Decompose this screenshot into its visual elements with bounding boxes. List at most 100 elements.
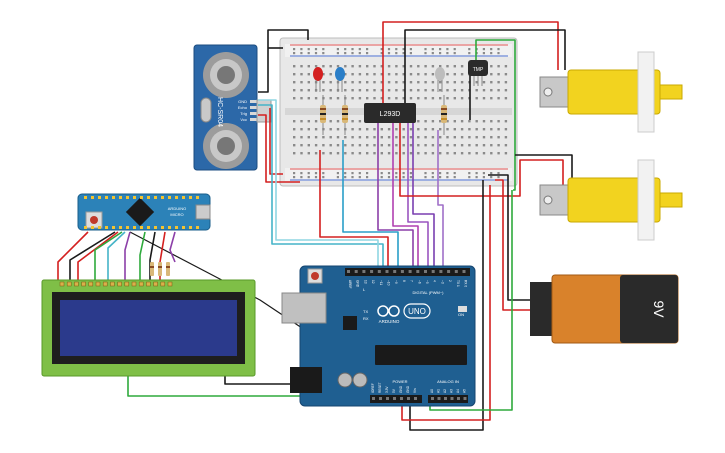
uno-digital-pin-label: ~3 xyxy=(440,280,444,284)
uno-digital-pin xyxy=(416,270,420,273)
ultrasonic-model-label: HC-SR04 xyxy=(216,97,223,127)
uno-digital-pin xyxy=(354,270,358,273)
reset-button xyxy=(311,272,319,280)
wire-red-rail xyxy=(269,108,283,175)
uno-digital-pin xyxy=(362,270,366,273)
ultrasonic-pin xyxy=(250,106,258,109)
wire-micro-lcd-2 xyxy=(77,231,119,280)
uno-digital-pin xyxy=(400,270,404,273)
lcd-pin xyxy=(59,281,65,287)
uno-power-pin xyxy=(414,397,417,400)
uno-digital-pin xyxy=(393,270,397,273)
micro-pin xyxy=(154,196,157,199)
digital-header xyxy=(345,268,470,276)
uno-power-pin-label: IOREF xyxy=(371,383,375,393)
lcd-screen xyxy=(60,300,237,356)
micro-pin xyxy=(105,196,108,199)
power-jack xyxy=(290,367,322,393)
uno-digital-pin xyxy=(431,270,435,273)
uno-digital-pin-label: ~11 xyxy=(379,280,383,285)
tmp-label: TMP xyxy=(473,67,484,73)
micro-pin xyxy=(161,196,164,199)
wire-red-motor2 xyxy=(399,120,564,197)
uno-digital-pin-label: RX 0 xyxy=(464,280,468,287)
uno-power-pin-label: Vin xyxy=(413,388,417,393)
dc-motor-1 xyxy=(539,51,683,133)
wire-micro-lcd-4 xyxy=(107,231,126,280)
uno-analog-pin xyxy=(431,397,434,400)
lcd-pin-header xyxy=(59,281,173,287)
uno-digital-pin-label: AREF xyxy=(348,280,352,289)
micro-pin xyxy=(140,226,143,229)
uno-analog-pin-label: A3 xyxy=(450,389,454,393)
wire-purple-1 xyxy=(377,120,414,268)
micro-pin xyxy=(84,196,87,199)
battery-label: 9V xyxy=(651,300,667,318)
micro-pin xyxy=(119,196,122,199)
micro-pin xyxy=(140,196,143,199)
uno-power-pin xyxy=(400,397,403,400)
lcd-pin xyxy=(95,281,101,287)
micro-pin xyxy=(154,226,157,229)
wire-micro-lcd-9 xyxy=(57,231,89,280)
ultrasonic-pin xyxy=(250,118,258,121)
wire-red-5v xyxy=(401,185,491,421)
micro-logo: ARDUINO xyxy=(168,206,186,211)
ultrasonic-pin-label: Vcc xyxy=(240,117,247,122)
uno-digital-pin-label: 12 xyxy=(371,280,375,284)
uno-digital-pin-label: 13 xyxy=(363,280,367,284)
tmp-sensor: TMP xyxy=(468,60,488,86)
l293d-label: L293D xyxy=(380,111,401,118)
micro-pin xyxy=(126,226,129,229)
ultrasonic-pin-label: Echo xyxy=(238,105,248,110)
uno-power-pin xyxy=(407,397,410,400)
uno-digital-pin xyxy=(385,270,389,273)
micro-pin xyxy=(112,196,115,199)
micro-pin xyxy=(182,196,185,199)
wire-micro-lcd-6 xyxy=(139,231,146,280)
uno-model: UNO xyxy=(408,307,426,316)
micro-pin xyxy=(119,226,122,229)
uno-digital-pin-label: 4 xyxy=(433,280,437,282)
ultrasonic-pin-label: Trig xyxy=(240,111,247,116)
uno-tx-label: TX xyxy=(363,309,368,314)
red-led xyxy=(313,67,323,92)
micro-pin xyxy=(196,196,199,199)
micro-pin xyxy=(182,226,185,229)
wire-violet-2 xyxy=(412,120,435,268)
lcd-pin xyxy=(124,281,130,287)
micro-pin xyxy=(98,196,101,199)
uno-power-pin-label: 3.3V xyxy=(385,386,389,393)
wire-violet-1 xyxy=(407,120,429,268)
lcd-pin xyxy=(160,281,166,287)
lcd-pin xyxy=(167,281,173,287)
micro-pin xyxy=(133,196,136,199)
lcd-pin xyxy=(131,281,137,287)
lcd-pin xyxy=(74,281,79,287)
micro-pin-headers xyxy=(84,196,199,229)
wire-black-motor1 xyxy=(404,29,566,120)
uno-analog-pin-label: A5 xyxy=(463,389,467,393)
uno-power-pin-label: RESET xyxy=(378,382,382,393)
uno-digital-pin xyxy=(347,270,350,273)
lcd-pin xyxy=(66,281,72,287)
wires xyxy=(57,21,573,431)
lcd-pin xyxy=(88,281,94,287)
wire-violet-3 xyxy=(437,130,444,268)
uno-power-label: POWER xyxy=(392,379,407,384)
wire-blue-led xyxy=(342,140,399,268)
uno-analog-pin-label: A4 xyxy=(456,389,460,393)
lcd-pin xyxy=(81,281,86,287)
uno-analog-pin-label: A0 xyxy=(430,389,434,393)
blue-led xyxy=(335,67,345,92)
micro-pin xyxy=(98,226,101,229)
lcd-resistor xyxy=(150,262,154,276)
uno-analog-pin-label: A1 xyxy=(437,389,441,393)
wire-black-lcd-gnd xyxy=(224,376,300,385)
wire-micro-lcd-3 xyxy=(94,231,123,280)
uno-digital-label: DIGITAL (PWM~) xyxy=(413,290,445,295)
uno-digital-pin-label: ~9 xyxy=(394,280,398,284)
